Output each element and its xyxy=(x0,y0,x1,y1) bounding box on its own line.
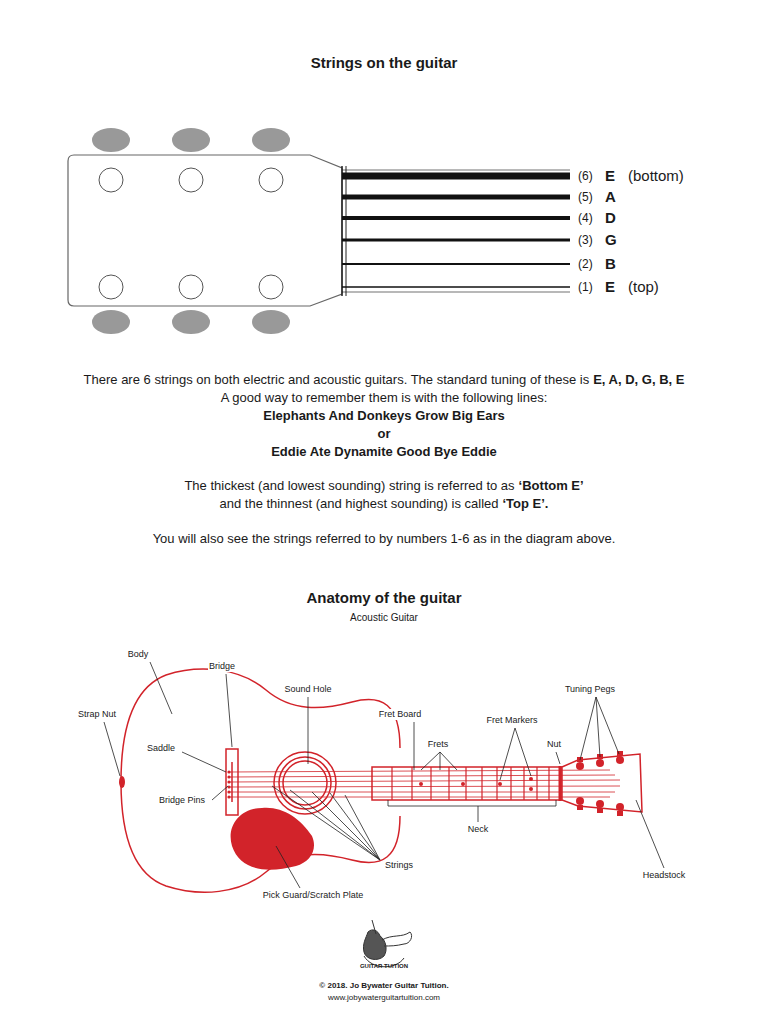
string-number: (6) xyxy=(578,169,593,183)
string-number: (4) xyxy=(578,211,593,225)
text-line: The thickest (and lowest sounding) strin… xyxy=(0,478,768,494)
string-number: (1) xyxy=(578,280,593,294)
part-label: Tuning Pegs xyxy=(564,684,616,695)
string-note: (top) xyxy=(628,278,659,296)
body-text: You will also see the strings referred t… xyxy=(153,531,616,547)
bold-text: ‘Bottom E’ xyxy=(519,478,584,493)
logo-text: GUITAR TUITION xyxy=(360,963,408,970)
string-number: (3) xyxy=(578,233,593,247)
section-heading: Anatomy of the guitar xyxy=(306,589,461,607)
website: www.jobywaterguitartuition.com xyxy=(328,993,440,1003)
body-text: There are 6 strings on both electric and… xyxy=(84,372,590,387)
bold-text: or xyxy=(378,426,391,441)
body-text: and the thinnest (and highest sounding) … xyxy=(220,496,499,511)
part-label: Frets xyxy=(427,739,450,750)
string-letter: A xyxy=(605,188,616,206)
text-line: There are 6 strings on both electric and… xyxy=(0,372,768,388)
logo xyxy=(363,920,411,967)
headstock-diagram xyxy=(68,128,570,334)
part-label: Body xyxy=(127,649,150,660)
part-label: Nut xyxy=(546,739,562,750)
text-line: Eddie Ate Dynamite Good Bye Eddie xyxy=(0,444,768,460)
bold-text: E, A, D, G, B, E xyxy=(593,372,684,387)
body-text: A good way to remember them is with the … xyxy=(221,390,548,405)
part-label: Sound Hole xyxy=(283,684,332,695)
bold-text: ‘Top E’. xyxy=(502,496,548,511)
part-label: Saddle xyxy=(146,743,176,754)
part-label: Bridge xyxy=(208,661,236,672)
copyright: © 2018. Jo Bywater Guitar Tuition. xyxy=(319,981,448,991)
text-line: Elephants And Donkeys Grow Big Ears xyxy=(0,408,768,424)
part-label: Bridge Pins xyxy=(158,795,206,806)
string-letter: E xyxy=(605,278,615,296)
text-line: A good way to remember them is with the … xyxy=(0,390,768,406)
part-label: Strings xyxy=(384,860,414,871)
string-letter: B xyxy=(605,255,616,273)
string-letter: G xyxy=(605,231,617,249)
part-label: Pick Guard/Scratch Plate xyxy=(262,890,365,901)
text-line: or xyxy=(0,426,768,442)
bold-text: Eddie Ate Dynamite Good Bye Eddie xyxy=(271,444,497,459)
string-note: (bottom) xyxy=(628,167,684,185)
leader-lines xyxy=(104,662,664,888)
part-label: Fret Markers xyxy=(485,715,538,726)
string-number: (5) xyxy=(578,190,593,204)
page-title: Strings on the guitar xyxy=(311,54,458,72)
bold-text: Elephants And Donkeys Grow Big Ears xyxy=(263,408,505,423)
part-label: Strap Nut xyxy=(77,709,117,720)
part-label: Fret Board xyxy=(378,709,423,720)
part-label: Neck xyxy=(467,824,490,835)
part-label: Headstock xyxy=(642,870,687,881)
body-text: The thickest (and lowest sounding) strin… xyxy=(184,478,514,493)
subheading: Acoustic Guitar xyxy=(350,612,418,624)
text-line: and the thinnest (and highest sounding) … xyxy=(0,496,768,512)
string-number: (2) xyxy=(578,257,593,271)
string-letter: E xyxy=(605,167,615,185)
acoustic-guitar xyxy=(119,669,642,892)
string-letter: D xyxy=(605,209,616,227)
